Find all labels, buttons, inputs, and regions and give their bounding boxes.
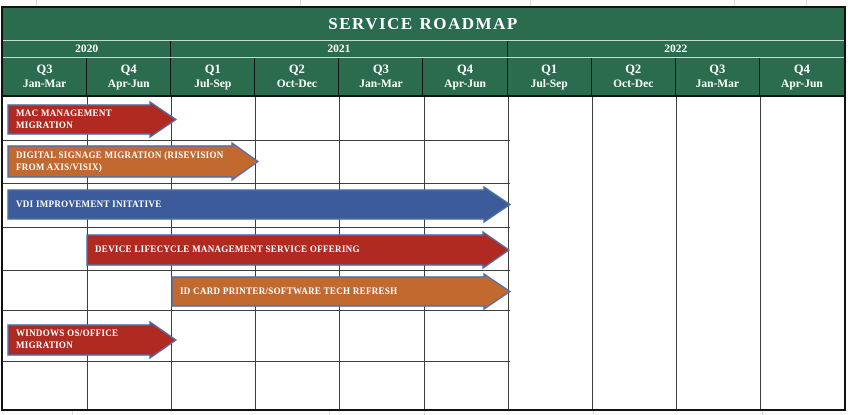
quarter-label: Q3 (709, 62, 726, 76)
task-bar[interactable] (7, 320, 178, 360)
column-gridline (591, 97, 593, 409)
task-bar-label: WINDOWS OS/OFFICE MIGRATION (16, 328, 119, 350)
grid-tick (329, 411, 330, 415)
grid-tick (424, 411, 425, 415)
grid-tick (806, 0, 807, 6)
year-label: 2022 (664, 43, 688, 55)
column-gridline (675, 97, 677, 409)
quarter-months-label: Jan-Mar (359, 78, 403, 90)
header-divider (3, 95, 844, 97)
task-bar[interactable] (86, 230, 511, 270)
task-bar-label: DEVICE LIFECYCLE MANAGEMENT SERVICE OFFE… (95, 244, 360, 255)
quarter-months-label: Apr-Jun (107, 78, 150, 90)
quarter-label: Q3 (36, 62, 53, 76)
year-header-row: 2020 2021 2022 (3, 41, 844, 58)
grid-tick (734, 0, 735, 6)
task-bars-layer (7, 100, 512, 360)
quarter-label: Q3 (372, 62, 389, 76)
page-title: SERVICE ROADMAP (328, 14, 519, 33)
quarter-months-label: Oct-Dec (613, 78, 654, 90)
grid-tick (300, 0, 301, 6)
quarter-months-label: Jan-Mar (695, 78, 740, 90)
title-bar: SERVICE ROADMAP (3, 8, 844, 41)
grid-tick (530, 0, 531, 6)
row-gridline (3, 183, 510, 184)
column-gridline (507, 97, 509, 409)
task-bar-label: ID CARD PRINTER/SOFTWARE TECH REFRESH (180, 285, 398, 296)
quarter-months-label: Apr-Jun (444, 78, 486, 90)
column-gridline (759, 97, 761, 409)
task-bar-label: VDI IMPROVEMENT INITATIVE (16, 198, 162, 209)
quarter-label: Q4 (457, 62, 473, 76)
quarter-months-label: Jan-Mar (22, 78, 67, 90)
task-bar[interactable] (171, 272, 512, 311)
task-bar[interactable] (7, 141, 260, 182)
task-bar[interactable] (7, 100, 178, 139)
spreadsheet-strip-bottom (0, 411, 848, 415)
quarter-months-label: Jul-Sep (194, 78, 232, 90)
quarter-label: Q2 (625, 62, 642, 76)
year-header-cell: 2020 (3, 41, 172, 57)
grid-tick (762, 411, 763, 415)
year-header-cell: 2022 (508, 41, 844, 57)
year-header-cell: 2021 (171, 41, 508, 57)
row-gridline (3, 227, 510, 228)
quarter-months-label: Oct-Dec (276, 78, 317, 90)
quarter-label: Q2 (288, 62, 305, 76)
quarter-label: Q4 (120, 62, 137, 76)
quarter-label: Q1 (204, 62, 221, 76)
quarter-label: Q4 (793, 62, 810, 76)
task-bar[interactable] (7, 185, 512, 224)
grid-tick (593, 411, 594, 415)
quarter-months-label: Jul-Sep (530, 78, 568, 90)
quarter-months-label: Apr-Jun (781, 78, 823, 90)
task-bar-label: DIGITAL SIGNAGE MIGRATION (RISEVISION FR… (16, 149, 224, 172)
grid-body: MAC MANAGEMENT MIGRATION DIGITAL SIGNAGE … (3, 97, 844, 409)
task-bar-label: MAC MANAGEMENT MIGRATION (16, 107, 112, 130)
grid-tick (72, 411, 73, 415)
row-gridline (3, 270, 510, 271)
year-label: 2020 (75, 43, 99, 55)
row-gridline (3, 361, 510, 362)
quarter-label: Q1 (541, 62, 558, 76)
spreadsheet-strip-top (0, 0, 848, 6)
year-label: 2021 (327, 43, 351, 55)
row-gridline (3, 140, 510, 141)
row-gridline (3, 310, 510, 311)
grid-tick (36, 0, 37, 6)
